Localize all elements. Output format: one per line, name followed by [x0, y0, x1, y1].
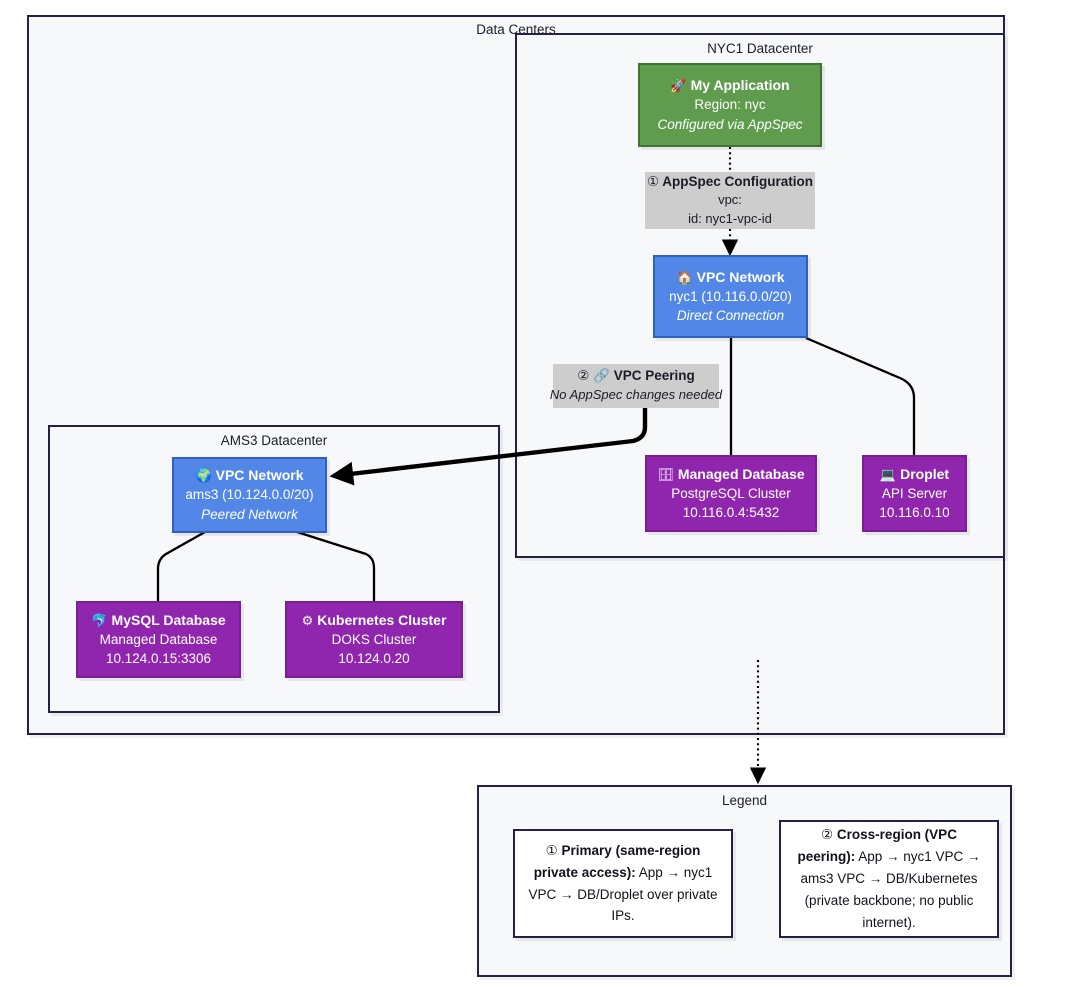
node-droplet-line3: 10.116.0.10: [879, 505, 950, 521]
legend-cross-region-rest: App → nyc1 VPC → ams3 VPC → DB/Kubernete…: [800, 849, 981, 930]
node-kubernetes-cluster-line3: 10.124.0.20: [338, 651, 410, 667]
legend-cross-region-marker: ②: [821, 827, 834, 843]
node-my-application[interactable]: 🚀My Application Region: nyc Configured v…: [638, 63, 822, 147]
node-droplet[interactable]: 💻Droplet API Server 10.116.0.10: [862, 455, 967, 532]
cluster-legend-title: Legend: [721, 793, 768, 808]
edge-label-appspec-line3: id: nyc1-vpc-id: [688, 210, 772, 226]
edge-label-appspec-configuration: ① AppSpec Configuration vpc: id: nyc1-vp…: [645, 172, 815, 229]
node-ams3-vpc-line3: Peered Network: [201, 506, 298, 522]
node-mysql-database-line3: 10.124.0.15:3306: [105, 651, 212, 667]
edge-label-peering-title: ② 🔗 VPC Peering: [577, 368, 695, 385]
legend-primary-bold: Primary (same-region private access):: [533, 842, 701, 880]
legend-primary-marker: ①: [545, 842, 558, 858]
file-cabinet-icon: 🗄: [657, 467, 674, 483]
legend-primary-rest: App → nyc1 VPC → DB/Droplet over private…: [528, 864, 718, 924]
edge-label-peering-line2: No AppSpec changes needed: [549, 386, 723, 402]
node-managed-database[interactable]: 🗄Managed Database PostgreSQL Cluster 10.…: [645, 455, 817, 532]
legend-item-cross-region-text: ② Cross-region (VPC peering): App → nyc1…: [793, 824, 985, 933]
edge-label-vpc-peering: ② 🔗 VPC Peering No AppSpec changes neede…: [549, 364, 723, 408]
node-managed-database-title: 🗄Managed Database: [657, 465, 805, 483]
node-kubernetes-cluster-line2: DOKS Cluster: [331, 631, 417, 647]
cluster-ams3-title: AMS3 Datacenter: [220, 433, 328, 448]
node-nyc1-vpc-line2: nyc1 (10.116.0.0/20): [669, 288, 792, 304]
node-droplet-title: 💻Droplet: [879, 465, 950, 483]
node-mysql-database-line2: Managed Database: [99, 631, 218, 647]
link-icon: 🔗: [593, 368, 610, 385]
node-managed-database-line3: 10.116.0.4:5432: [682, 505, 780, 521]
globe-icon: 🌍: [195, 469, 212, 485]
node-mysql-database-title: 🐬MySQL Database: [91, 611, 226, 629]
cluster-nyc1-title: NYC1 Datacenter: [707, 41, 813, 56]
node-nyc1-vpc-network[interactable]: 🏠VPC Network nyc1 (10.116.0.0/20) Direct…: [653, 255, 808, 338]
edge-label-appspec-line2: vpc:: [718, 191, 742, 207]
dolphin-icon: 🐬: [91, 613, 108, 629]
computer-icon: 💻: [879, 467, 897, 483]
circled-two-marker: ②: [577, 368, 590, 385]
node-ams3-vpc-line2: ams3 (10.124.0.0/20): [185, 487, 314, 503]
legend-cross-region-bold: Cross-region (VPC peering):: [797, 827, 957, 865]
node-nyc1-vpc-title: 🏠VPC Network: [676, 268, 785, 286]
node-droplet-line2: API Server: [881, 485, 948, 501]
legend-item-primary: ① Primary (same-region private access): …: [513, 829, 733, 938]
node-mysql-database[interactable]: 🐬MySQL Database Managed Database 10.124.…: [76, 601, 241, 678]
node-ams3-vpc-title: 🌍VPC Network: [195, 467, 304, 485]
node-my-application-line3: Configured via AppSpec: [657, 116, 803, 132]
rocket-icon: 🚀: [670, 79, 687, 95]
node-kubernetes-cluster[interactable]: ⚙Kubernetes Cluster DOKS Cluster 10.124.…: [285, 601, 463, 678]
gear-icon: ⚙: [301, 613, 314, 629]
node-managed-database-line2: PostgreSQL Cluster: [671, 485, 791, 501]
circled-one-marker: ①: [646, 173, 660, 190]
legend-item-primary-text: ① Primary (same-region private access): …: [527, 840, 719, 927]
legend-item-cross-region: ② Cross-region (VPC peering): App → nyc1…: [779, 820, 999, 938]
node-ams3-vpc-network[interactable]: 🌍VPC Network ams3 (10.124.0.0/20) Peered…: [172, 457, 327, 533]
edge-label-appspec-title: ① AppSpec Configuration: [646, 173, 814, 190]
node-kubernetes-cluster-title: ⚙Kubernetes Cluster: [301, 611, 447, 629]
node-nyc1-vpc-line3: Direct Connection: [676, 308, 785, 324]
node-my-application-title: 🚀My Application: [670, 77, 790, 95]
house-icon: 🏠: [676, 270, 693, 286]
node-my-application-line2: Region: nyc: [694, 97, 766, 113]
